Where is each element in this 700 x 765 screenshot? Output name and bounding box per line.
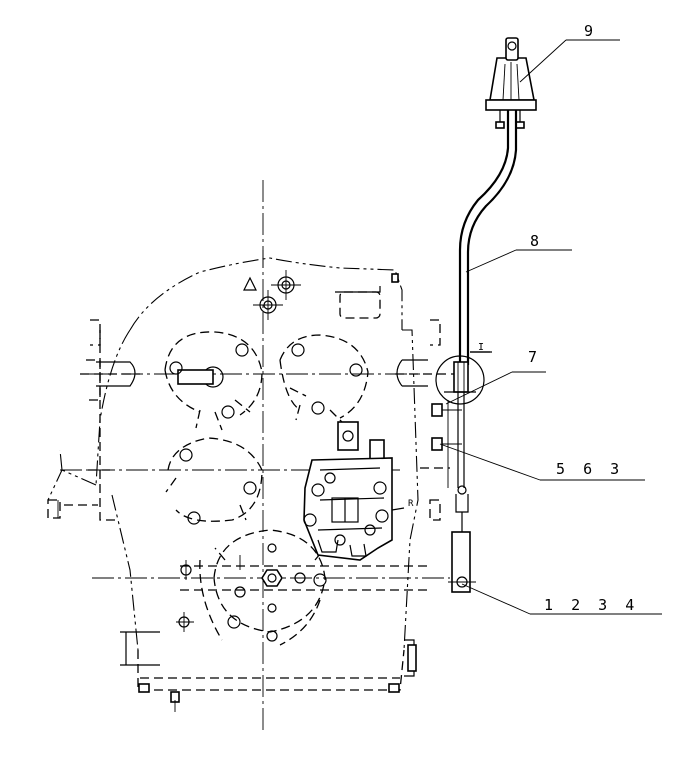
top-bolts	[243, 270, 399, 320]
shift-lever	[431, 37, 537, 593]
callouts: 9 8 I 7 5 6 3 1 2 3 4	[439, 22, 662, 615]
callout-1-2-3-4: 1 2 3 4	[544, 596, 634, 614]
detail-mark: I	[478, 342, 484, 353]
control-valve: R	[303, 421, 414, 561]
callout-5-6-3: 5 6 3	[556, 460, 619, 478]
shaft-lower	[176, 529, 327, 646]
callout-9: 9	[584, 22, 593, 40]
shaft-upper-left	[164, 331, 263, 431]
callout-8: 8	[530, 232, 539, 250]
shaft-upper-right	[279, 334, 369, 426]
gearbox-housing	[47, 180, 455, 730]
port-mark: R	[408, 499, 414, 509]
callout-7: 7	[528, 348, 537, 366]
shaft-middle-left	[165, 437, 263, 525]
